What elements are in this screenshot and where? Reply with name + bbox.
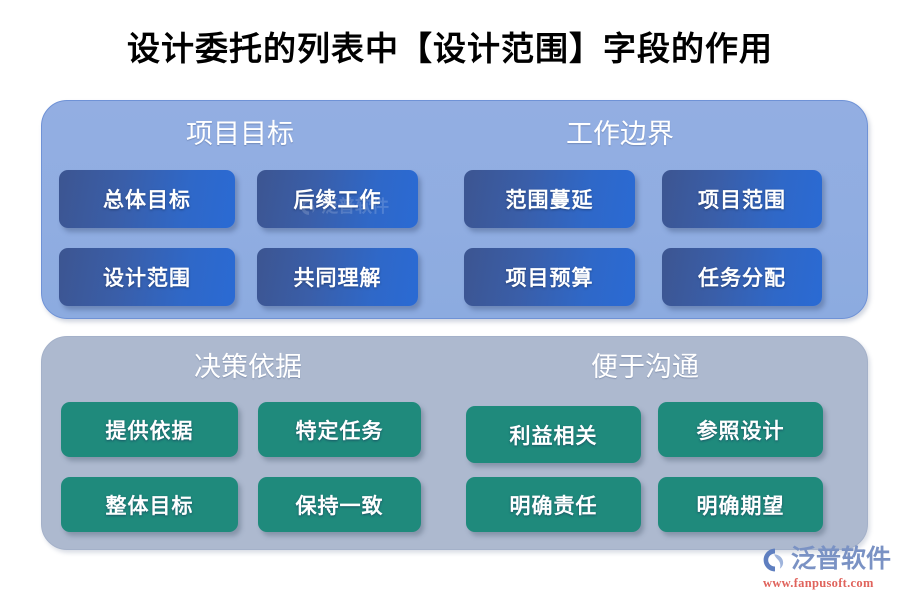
tile-common-understanding[interactable]: 共同理解 bbox=[257, 248, 418, 306]
brand-logo-row: 泛普软件 bbox=[762, 545, 894, 575]
tile-followup-work[interactable]: 后续工作 bbox=[257, 170, 418, 228]
tile-task-assignment[interactable]: 任务分配 bbox=[662, 248, 822, 306]
tile-project-budget[interactable]: 项目预算 bbox=[464, 248, 635, 306]
tile-design-scope[interactable]: 设计范围 bbox=[59, 248, 235, 306]
brand-name: 泛普软件 bbox=[791, 546, 892, 573]
tile-specific-task[interactable]: 特定任务 bbox=[258, 402, 421, 457]
tile-stakeholder[interactable]: 利益相关 bbox=[466, 406, 641, 463]
tile-clear-responsibility[interactable]: 明确责任 bbox=[466, 477, 641, 532]
section-heading-easy-communication: 便于沟通 bbox=[591, 352, 699, 382]
tile-reference-design[interactable]: 参照设计 bbox=[658, 402, 823, 457]
tile-overall-objective[interactable]: 整体目标 bbox=[61, 477, 238, 532]
tile-project-scope[interactable]: 项目范围 bbox=[662, 170, 822, 228]
brand-logo: 泛普软件 www.fanpusoft.com bbox=[762, 545, 894, 593]
tile-clear-expectation[interactable]: 明确期望 bbox=[658, 477, 823, 532]
section-heading-project-goal: 项目目标 bbox=[186, 119, 294, 149]
section-heading-decision-basis: 决策依据 bbox=[194, 352, 302, 382]
fanpu-swoosh-icon bbox=[763, 548, 784, 572]
tile-scope-creep[interactable]: 范围蔓延 bbox=[464, 170, 635, 228]
tile-provide-basis[interactable]: 提供依据 bbox=[61, 402, 238, 457]
page-title: 设计委托的列表中【设计范围】字段的作用 bbox=[127, 32, 773, 68]
section-heading-work-boundary: 工作边界 bbox=[566, 119, 674, 149]
tile-overall-goal[interactable]: 总体目标 bbox=[59, 170, 235, 228]
brand-url: www.fanpusoft.com bbox=[763, 576, 874, 590]
tile-stay-consistent[interactable]: 保持一致 bbox=[258, 477, 421, 532]
